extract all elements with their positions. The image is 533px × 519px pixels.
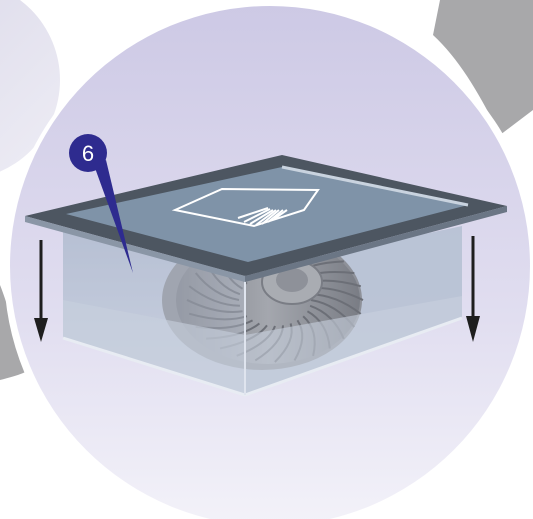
callout-marker: 6 [69,134,133,273]
fan-blade [186,299,243,313]
down-arrow-icon-right [466,236,480,342]
fan-blade [188,312,248,321]
down-arrow-icon-left [34,240,48,342]
housing-front [62,232,463,397]
callout-number: 6 [82,141,94,166]
fan-blade [194,272,240,301]
outlet-grille-icon [171,187,320,228]
fan-blade [188,285,240,307]
gray-arc-top-right [433,0,533,135]
